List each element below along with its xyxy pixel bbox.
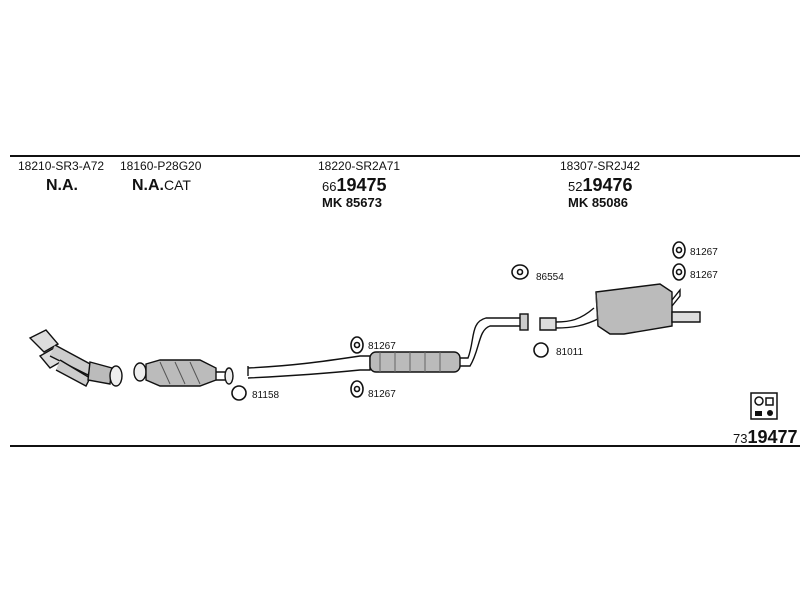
oem-code-1: 18210-SR3-A72 bbox=[18, 159, 105, 173]
hanger-icon-top-left bbox=[350, 336, 364, 354]
gasket-front-icon bbox=[231, 385, 247, 401]
rear-part-mk: MK 85086 bbox=[568, 195, 628, 210]
footer-part-prefix: 73 bbox=[733, 431, 748, 446]
middle-part-number: 6619475 bbox=[322, 176, 387, 194]
availability-second: N.A.CAT bbox=[132, 178, 191, 194]
footer-part-main: 19477 bbox=[747, 427, 798, 447]
gasket-mid-label: 81011 bbox=[556, 347, 584, 358]
middle-pipe-drawing bbox=[247, 313, 529, 379]
front-pipe-drawing bbox=[28, 329, 123, 387]
rear-part-main: 19476 bbox=[582, 175, 633, 195]
oem-code-3: 18220-SR2A71 bbox=[318, 159, 401, 173]
availability-first: N.A. bbox=[46, 177, 78, 194]
oem-code-2: 18160-P28G20 bbox=[120, 159, 202, 173]
bottom-rule bbox=[10, 445, 800, 447]
hanger-label-bottom-left: 81267 bbox=[368, 389, 396, 400]
gasket-front-label: 81158 bbox=[252, 390, 280, 401]
hanger-icon-bottom-left bbox=[350, 380, 364, 398]
flange-mount-icon bbox=[511, 264, 529, 280]
middle-part-main: 19475 bbox=[336, 175, 387, 195]
rear-part-prefix: 52 bbox=[568, 179, 583, 194]
hanger-label-top-left: 81267 bbox=[368, 341, 396, 352]
mounting-kit-icon bbox=[750, 392, 778, 420]
hanger-icon-rear-2 bbox=[672, 263, 686, 281]
middle-part-mk: MK 85673 bbox=[322, 195, 382, 210]
availability-second-suffix: CAT bbox=[164, 177, 191, 193]
rear-hanger-label-2: 81267 bbox=[690, 270, 718, 281]
rear-silencer-drawing bbox=[539, 283, 701, 335]
footer-part-number: 7319477 bbox=[733, 428, 798, 446]
oem-code-4: 18307-SR2J42 bbox=[560, 159, 641, 173]
top-rule bbox=[10, 155, 800, 157]
hanger-icon-rear-1 bbox=[672, 241, 686, 259]
rear-part-number: 5219476 bbox=[568, 176, 633, 194]
availability-second-main: N.A. bbox=[132, 177, 164, 194]
middle-part-prefix: 66 bbox=[322, 179, 337, 194]
catalytic-converter-drawing bbox=[133, 359, 234, 387]
rear-hanger-label-1: 81267 bbox=[690, 247, 718, 258]
flange-mount-label: 86554 bbox=[536, 272, 564, 283]
gasket-mid-icon bbox=[533, 342, 549, 358]
